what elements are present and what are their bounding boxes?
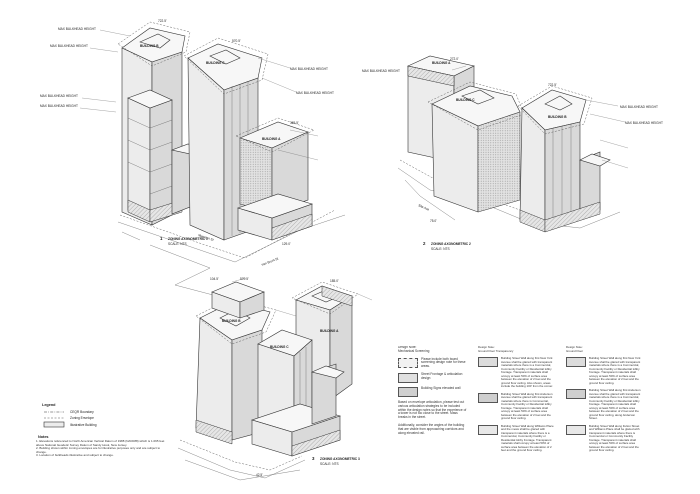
- dimension-tag: 570.5': [232, 39, 241, 43]
- view-title-2: 2 ZONING AXONOMETRIC 2 SCALE: NTS: [423, 241, 471, 251]
- building-b-massing-2: [517, 85, 611, 233]
- svg-text:3: 3: [312, 456, 315, 461]
- dimension-tag: 129.0': [282, 242, 291, 246]
- svg-text:ZONING AXONOMETRIC 1: ZONING AXONOMETRIC 1: [168, 237, 208, 241]
- axonometric-view-1: [79, 21, 346, 301]
- design-note-item: Please include both board screening desi…: [421, 356, 466, 369]
- height-label: MAX BULKHEAD HEIGHT: [625, 121, 663, 125]
- street-outline-2: [397, 167, 621, 229]
- svg-text:Legend: Legend: [42, 403, 56, 407]
- legend: Legend CEQR Boundary Zoning Envelope Ill…: [42, 403, 97, 428]
- building-b-massing-1: [117, 21, 219, 226]
- svg-text:CEQR Boundary: CEQR Boundary: [70, 410, 94, 414]
- note-item: 1. Elevations referenced to North Americ…: [36, 440, 165, 447]
- height-label: MAX BULKHEAD HEIGHT: [362, 69, 400, 73]
- view-title-3: 3 ZONING AXONOMETRIC 3 SCALE: NTS: [312, 456, 360, 466]
- svg-text:Notes: Notes: [38, 435, 49, 439]
- design-note-item: Building Street Wall along first Anderso…: [589, 388, 641, 420]
- building-a-label-1: BUILDING A: [262, 137, 281, 141]
- note-item: 3. Location of bulkheads illustrative an…: [36, 453, 114, 458]
- note-item: 2. Building shown within zoning envelope…: [36, 446, 161, 454]
- height-label: MAX BULKHEAD HEIGHT: [58, 27, 96, 31]
- svg-text:ZONING AXONOMETRIC 2: ZONING AXONOMETRIC 2: [431, 242, 471, 246]
- dimension-tag: 722.5': [548, 83, 557, 87]
- building-b-label-2: BUILDING B: [548, 115, 567, 119]
- design-notes-column-3: Design Note: Ground Floor Building Stree…: [566, 346, 641, 452]
- design-note-item: Based on envelope articulation, please t…: [398, 399, 467, 420]
- notes: Notes 1. Elevations referenced to North …: [36, 435, 165, 458]
- height-label: MAX BULKHEAD HEIGHT: [620, 105, 658, 109]
- dimension-tag: 365.5': [290, 121, 299, 125]
- building-a-label-2: BUILDING A: [432, 61, 451, 65]
- dimension-tag: 722.5': [158, 19, 167, 23]
- svg-text:SCALE: NTS: SCALE: NTS: [320, 462, 339, 466]
- building-c-label-3: BUILDING C: [270, 345, 289, 349]
- design-note-item: Building Street Wall along first Anderso…: [501, 391, 553, 420]
- svg-text:Illustrative Building: Illustrative Building: [70, 423, 97, 427]
- height-label: MAX BULKHEAD HEIGHT: [50, 44, 88, 48]
- design-note-item: Building Street Wall along first New Yor…: [501, 356, 553, 388]
- building-c-label-2: BUILDING C: [456, 98, 475, 102]
- dimension-tag: 272.0': [450, 57, 459, 61]
- design-note-item: Street Frontage & articulation design: [421, 371, 463, 380]
- building-b-label-3: BUILDING B: [222, 319, 241, 323]
- dimension-tag: 570.5': [240, 277, 249, 281]
- height-label: MAX BULKHEAD HEIGHT: [40, 104, 78, 108]
- svg-text:Zoning Envelope: Zoning Envelope: [70, 416, 94, 420]
- design-note-item: Building Street Wall along Fulton Street…: [589, 423, 640, 452]
- building-c-massing-3: [195, 329, 345, 457]
- street-name: Site Ave: [418, 203, 430, 211]
- design-note-item: Building Street Wall along Williams Plac…: [501, 423, 554, 452]
- building-c-label-1: BUILDING C: [206, 61, 225, 65]
- design-note-item: Building Signs elevated wall: [421, 385, 461, 390]
- height-label: MAX BULKHEAD HEIGHT: [296, 91, 334, 95]
- svg-text:1: 1: [160, 236, 163, 241]
- dimension-tag: 75.0': [430, 219, 437, 223]
- axonometric-view-3: [177, 277, 373, 481]
- design-note-heading: Design Note: Ground Floor: [566, 346, 584, 353]
- street-name: Mansion St: [198, 233, 215, 242]
- building-a-massing-1: [235, 117, 315, 241]
- view-title-1: 1 ZONING AXONOMETRIC 1 SCALE: NTS: [160, 236, 208, 246]
- ceqr-boundary-3: [179, 439, 303, 471]
- height-label: MAX BULKHEAD HEIGHT: [290, 67, 328, 71]
- height-label: MAX BULKHEAD HEIGHT: [40, 94, 78, 98]
- design-note-heading: Design Note: Mechanical Screening: [398, 346, 430, 353]
- design-note-item: Additionally, consider the angles of the…: [398, 422, 465, 435]
- svg-text:SCALE: NTS: SCALE: NTS: [431, 247, 450, 251]
- street-name: Van Brunt St: [261, 256, 279, 266]
- street-outline-3: [177, 447, 306, 481]
- design-notes-column-2: Design Note: Ground Floor Transparency B…: [478, 346, 554, 452]
- dimension-tag: 42.5': [256, 473, 263, 477]
- dimension-tag: 104.5': [210, 277, 219, 281]
- svg-text:2: 2: [423, 241, 426, 246]
- svg-text:ZONING AXONOMETRIC 3: ZONING AXONOMETRIC 3: [320, 457, 360, 461]
- building-c-massing-2: [427, 81, 525, 213]
- axonometric-view-2: [397, 55, 629, 233]
- design-note-item: Building Street Wall along first New Yor…: [589, 356, 641, 385]
- dimension-tag: 185.0': [330, 279, 339, 283]
- design-note-heading: Design Note: Ground Floor Transparency: [478, 346, 514, 353]
- design-notes-column-1: Design Note: Mechanical Screening Please…: [398, 346, 467, 435]
- svg-text:SCALE: NTS: SCALE: NTS: [168, 242, 187, 246]
- building-b-massing-3: [195, 281, 277, 441]
- building-a-label-3: BUILDING A: [320, 329, 339, 333]
- building-b-label-1: BUILDING B: [140, 44, 159, 48]
